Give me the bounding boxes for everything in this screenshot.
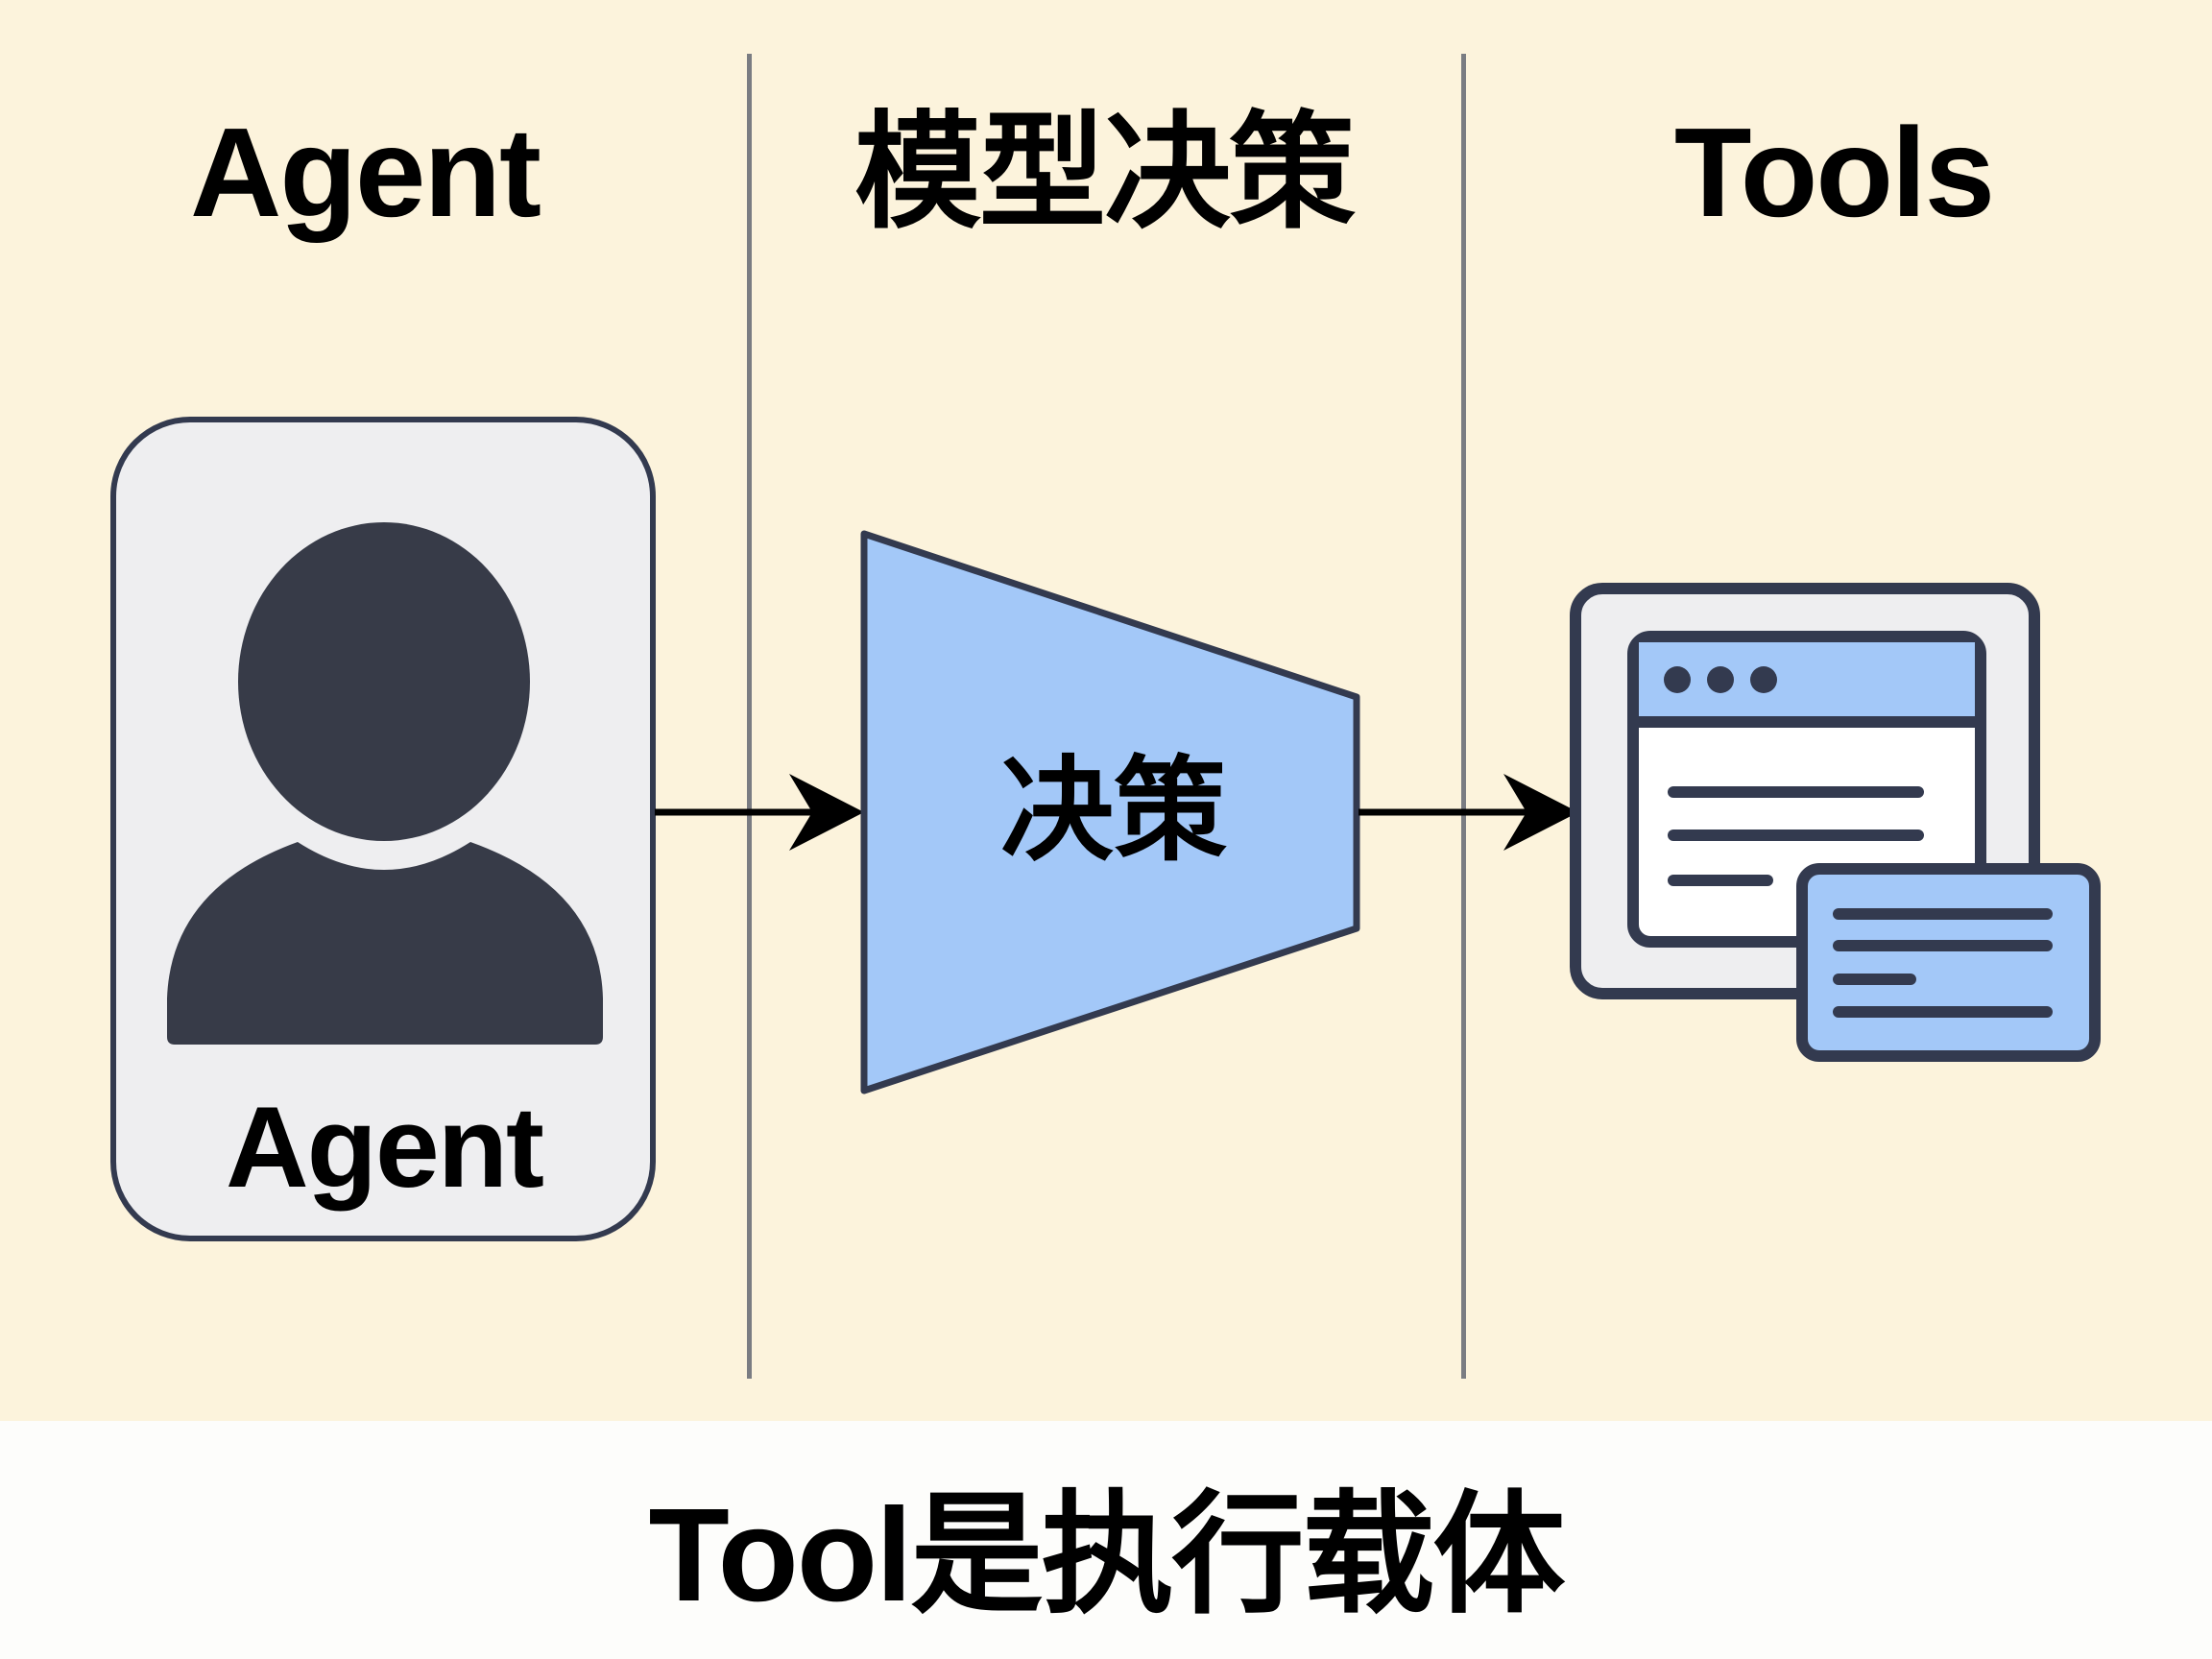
document-card-icon (1796, 863, 2101, 1062)
column-title-tools: Tools (1673, 102, 1995, 243)
agent-card-label: Agent (226, 1083, 544, 1212)
decision-label: 决策 (999, 748, 1227, 875)
column-title-model-decision: 模型决策 (854, 102, 1356, 243)
window-dot-icon (1750, 666, 1777, 693)
caption-background (0, 1421, 2212, 1659)
window-dot-icon (1707, 666, 1734, 693)
arrow-agent-to-decision (655, 774, 864, 851)
arrow-decision-to-tools (1358, 774, 1578, 851)
column-divider-2 (1461, 54, 1466, 1379)
decision-trapezoid (860, 530, 1360, 1094)
person-icon (167, 522, 603, 1045)
agent-card (110, 417, 656, 1241)
column-divider-1 (747, 54, 752, 1379)
window-dot-icon (1664, 666, 1691, 693)
column-title-agent: Agent (190, 102, 541, 243)
caption: Tool是执行载体 (648, 1481, 1566, 1629)
